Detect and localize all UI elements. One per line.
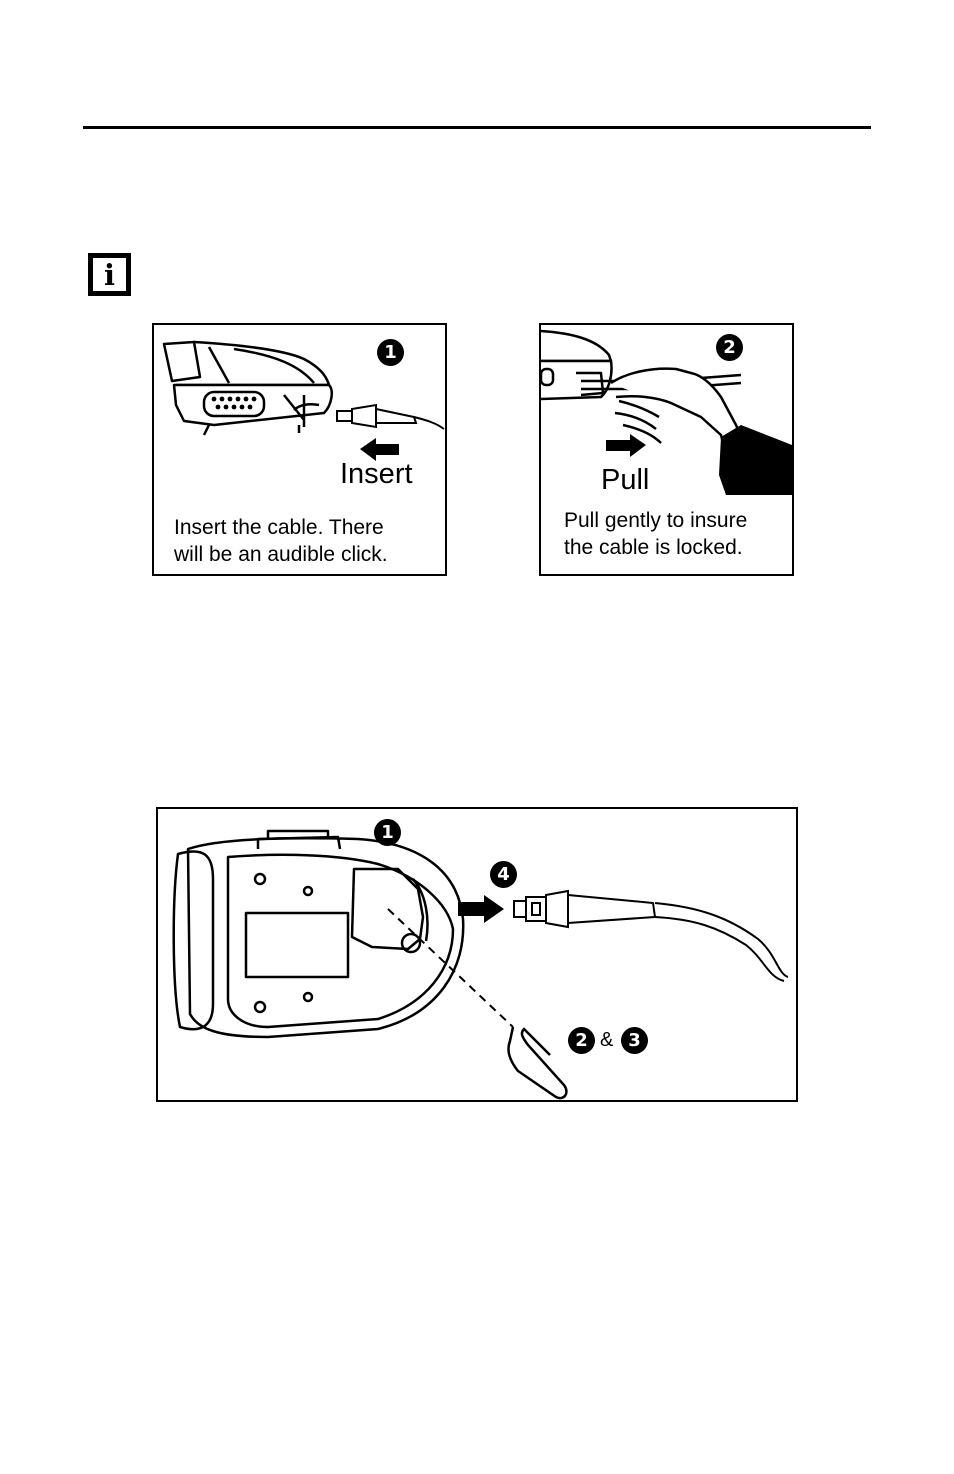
paperclip-icon	[508, 1027, 566, 1098]
step-number-badge: 4	[490, 861, 517, 888]
insert-caption: Insert the cable. There will be an audib…	[174, 514, 388, 568]
cable-connector-icon	[514, 891, 788, 981]
header-rule	[83, 126, 871, 129]
cable-plug-icon	[337, 405, 444, 429]
info-icon-letter: i	[93, 259, 126, 292]
step-ampersand: &	[600, 1027, 613, 1054]
arrow-right-icon	[606, 434, 646, 457]
arrow-right-icon	[458, 895, 504, 923]
pull-label: Pull	[601, 464, 649, 496]
scanner-bottom-illustration	[158, 809, 796, 1100]
insert-figure: 1 Insert Insert the cable. There will be…	[152, 323, 447, 576]
step-number-badge: 2	[568, 1027, 595, 1054]
pull-figure: 2 Pull Pull gently to insure the cable i…	[539, 323, 794, 576]
step-number-badge: 1	[377, 339, 404, 366]
insert-label: Insert	[340, 458, 413, 490]
step-number-badge: 1	[374, 819, 401, 846]
info-icon: i	[88, 253, 131, 296]
cable-removal-figure: 1 4 2 & 3	[156, 807, 798, 1102]
step-number-badge: 3	[621, 1027, 648, 1054]
step-number-badge: 2	[716, 334, 743, 361]
pull-caption: Pull gently to insure the cable is locke…	[564, 507, 747, 561]
